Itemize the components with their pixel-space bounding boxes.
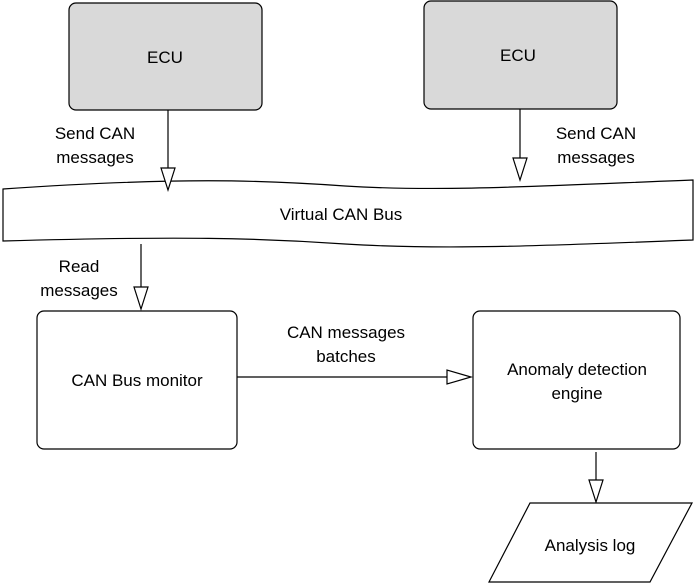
edge-label-send-left-1: Send CAN (55, 124, 135, 143)
analysis-log-shape (488, 502, 693, 583)
can-bus-monitor-label: CAN Bus monitor (71, 371, 203, 390)
anomaly-engine-label-2: engine (551, 384, 602, 403)
virtual-can-bus-label: Virtual CAN Bus (280, 205, 403, 224)
can-bus-monitor-box (36, 310, 238, 450)
edge-label-read-1: Read (59, 257, 100, 276)
edge-label-read-2: messages (40, 281, 117, 300)
anomaly-engine-box (472, 310, 681, 450)
anomaly-engine-label-1: Anomaly detection (507, 360, 647, 379)
arrow-bus-to-monitor-head (133, 286, 149, 311)
edge-label-send-right-1: Send CAN (556, 124, 636, 143)
virtual-can-bus-band (2, 179, 694, 248)
arrow-monitor-to-engine-head (446, 369, 474, 385)
analysis-log-label: Analysis log (545, 536, 636, 555)
ecu-left-label: ECU (147, 48, 183, 67)
ecu-right-label: ECU (500, 46, 536, 65)
edge-label-batches-2: batches (316, 347, 376, 366)
arrow-ecu-left-to-bus-head (160, 167, 176, 192)
arrow-ecu-right-to-bus-head (512, 157, 528, 182)
ecu-left-box (68, 2, 263, 111)
arrow-engine-to-log-head (588, 479, 604, 504)
edge-label-send-left-2: messages (56, 148, 133, 167)
edge-label-batches-1: CAN messages (287, 323, 405, 342)
edge-label-send-right-2: messages (557, 148, 634, 167)
